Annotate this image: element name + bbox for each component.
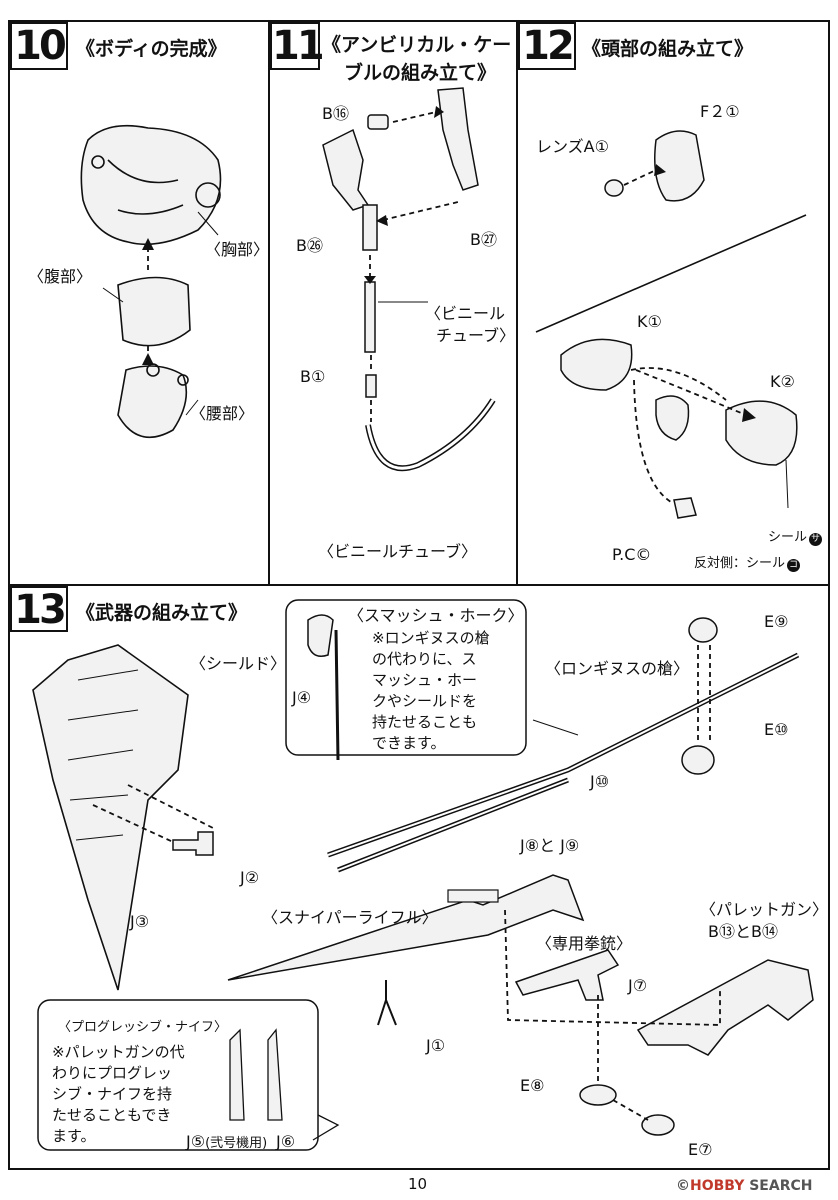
label-j3: J③ bbox=[130, 912, 150, 931]
step-11-title-line2: ブルの組み立て》 bbox=[344, 62, 497, 84]
step-12-illustration bbox=[535, 130, 807, 519]
step-number-13: 13 bbox=[10, 586, 68, 632]
label-knife: 〈プログレッシブ・ナイフ〉 bbox=[58, 1020, 228, 1035]
label-j1: J① bbox=[426, 1036, 446, 1055]
seal-sa-mark-icon: サ bbox=[809, 533, 823, 546]
label-f2: F２① bbox=[700, 102, 740, 121]
label-j7: J⑦ bbox=[628, 976, 648, 995]
label-lance: 〈ロンギヌスの槍〉 bbox=[545, 659, 690, 678]
label-j5: J⑤(弐号機用) bbox=[186, 1132, 268, 1151]
label-pallet-gun: 〈パレットガン〉 bbox=[700, 900, 829, 919]
label-opposite-seal: 反対側：シールコ bbox=[694, 556, 801, 572]
step-12-title: 《頭部の組み立て》 bbox=[582, 38, 754, 60]
label-b16: B⑯ bbox=[322, 104, 349, 123]
watermark: ©HOBBY SEARCH bbox=[676, 1178, 813, 1194]
step-11-illustration bbox=[322, 87, 496, 472]
label-smash-hawk: 〈スマッシュ・ホーク〉 bbox=[348, 606, 524, 625]
label-j8-j9: J⑧と J⑨ bbox=[520, 836, 580, 855]
step-11-title-line1: 《アンビリカル・ケー bbox=[322, 34, 512, 56]
label-j6: J⑥ bbox=[276, 1132, 296, 1151]
panel-step-13 bbox=[8, 584, 830, 1170]
label-pistol: 〈専用拳銃〉 bbox=[536, 934, 633, 953]
seal-ko-mark-icon: コ bbox=[787, 559, 801, 572]
step-13-title: 《武器の組み立て》 bbox=[76, 602, 248, 624]
step-10-illustration bbox=[80, 124, 222, 439]
label-vinyl-tube-bottom: 〈ビニールチューブ〉 bbox=[318, 542, 478, 561]
label-seal-sa: シールサ bbox=[768, 530, 823, 546]
label-j2: J② bbox=[240, 868, 260, 887]
label-shield: 〈シールド〉 bbox=[190, 654, 287, 673]
label-k2: K② bbox=[770, 372, 795, 391]
label-sniper-rifle: 〈スナイパーライフル〉 bbox=[262, 908, 438, 927]
label-j4: J④ bbox=[292, 688, 312, 707]
label-b27: B㉗ bbox=[470, 230, 497, 249]
label-waist: 〈腰部〉 bbox=[190, 404, 255, 423]
label-e10: E⑩ bbox=[764, 720, 789, 739]
step-number-10: 10 bbox=[10, 22, 68, 70]
label-abdomen: 〈腹部〉 bbox=[28, 267, 93, 286]
label-k1: K① bbox=[637, 312, 662, 331]
label-b1: B① bbox=[300, 367, 326, 386]
label-lens-a1: レンズA① bbox=[536, 137, 609, 156]
label-e8: E⑧ bbox=[520, 1076, 545, 1095]
label-vinyl-tube-2: チューブ〉 bbox=[436, 326, 516, 345]
label-b26: B㉖ bbox=[296, 236, 323, 255]
label-b13-b14: B⑬とB⑭ bbox=[708, 922, 778, 941]
smash-hawk-note: ※ロンギヌスの槍の代わりに、ス マッシュ・ホークやシールドを 持たせることもでき… bbox=[372, 629, 490, 752]
step-13-illustration bbox=[32, 599, 814, 1151]
knife-note: ※パレットガンの代わりにプログレッ シブ・ナイフを持たせることもでき ます。 bbox=[52, 1043, 185, 1145]
label-e9: E⑨ bbox=[764, 612, 789, 631]
step-number-11: 11 bbox=[270, 22, 325, 70]
label-vinyl-tube-1: 〈ビニール bbox=[425, 304, 506, 323]
label-e7: E⑦ bbox=[688, 1140, 713, 1159]
label-pc: P.C© bbox=[612, 545, 652, 564]
label-j10: J⑩ bbox=[590, 772, 610, 791]
page-number: 10 bbox=[408, 1175, 428, 1193]
step-10-title: 《ボディの完成》 bbox=[76, 38, 227, 60]
label-chest: 〈胸部〉 bbox=[205, 240, 270, 259]
step-number-12: 12 bbox=[518, 22, 576, 70]
